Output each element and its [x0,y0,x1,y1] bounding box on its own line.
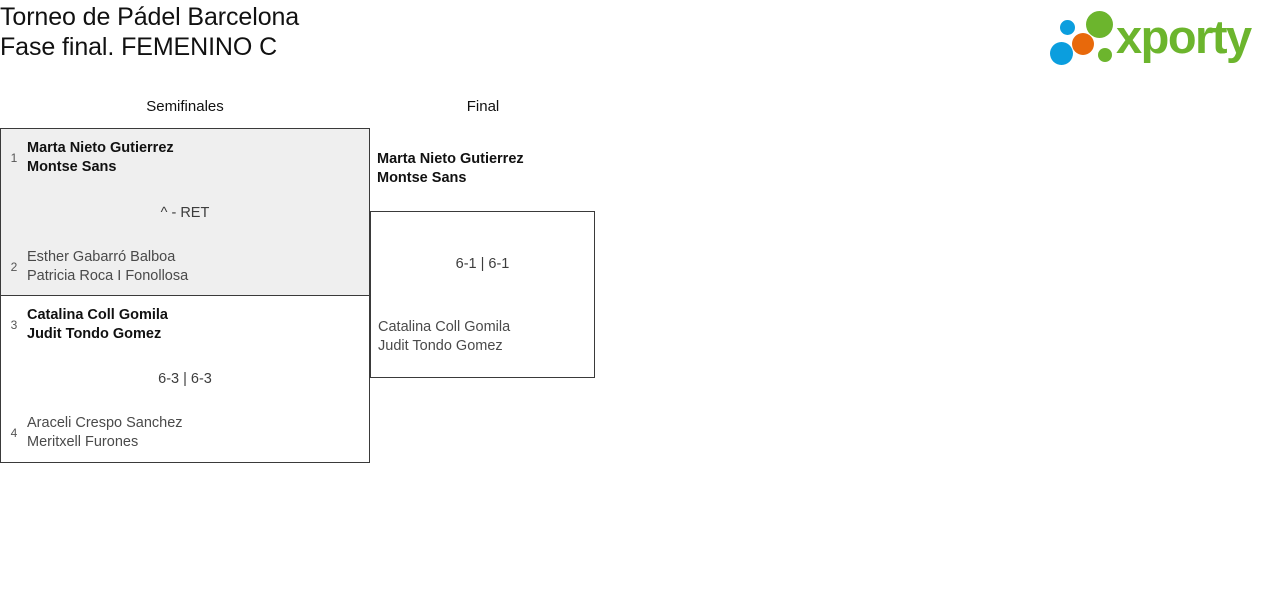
logo-wordmark: xporty [1116,10,1252,63]
round-heading-semifinals: Semifinales [146,98,224,115]
team-players: Marta Nieto Gutierrez Montse Sans [27,139,174,177]
player-name: Montse Sans [27,159,117,175]
match-team-row: 1 Marta Nieto Gutierrez Montse Sans [1,139,369,177]
match-semifinal-2[interactable]: 3 Catalina Coll Gomila Judit Tondo Gomez… [0,295,370,463]
player-name: Patricia Roca I Fonollosa [27,268,189,284]
final-runnerup-team: Catalina Coll Gomila Judit Tondo Gomez [378,318,510,356]
logo-dot-green-large [1086,11,1113,38]
round-heading-final: Final [466,98,500,115]
team-players: Catalina Coll Gomila Judit Tondo Gomez [27,306,168,344]
player-name: Meritxell Furones [27,434,139,450]
team-players: Esther Gabarró Balboa Patricia Roca I Fo… [27,248,188,286]
match-team-row: 3 Catalina Coll Gomila Judit Tondo Gomez [1,306,369,344]
player-name: Catalina Coll Gomila [27,307,168,323]
match-semifinal-1[interactable]: 1 Marta Nieto Gutierrez Montse Sans ^ - … [0,128,370,296]
team-seed: 4 [10,426,18,440]
match-final[interactable]: 6-1 | 6-1 Catalina Coll Gomila Judit Ton… [370,211,595,378]
player-name: Marta Nieto Gutierrez [27,140,174,156]
player-name: Judit Tondo Gomez [27,326,162,342]
match-score: ^ - RET [160,204,210,221]
team-seed: 1 [10,151,18,165]
tournament-phase: Fase final. FEMENINO C [0,33,278,61]
logo-dot-blue-large [1050,42,1073,65]
page-header: Torneo de Pádel Barcelona Fase final. FE… [0,0,1280,78]
team-players: Araceli Crespo Sanchez Meritxell Furones [27,414,183,452]
final-winner-team: Marta Nieto Gutierrez Montse Sans [377,150,524,188]
player-name: Araceli Crespo Sanchez [27,415,183,431]
page-title: Torneo de Pádel Barcelona Fase final. FE… [0,2,299,62]
match-score: 6-1 | 6-1 [455,256,510,272]
player-name: Catalina Coll Gomila [378,319,511,335]
team-seed: 2 [10,260,18,274]
match-team-row: 4 Araceli Crespo Sanchez Meritxell Furon… [1,414,369,452]
player-name: Montse Sans [377,170,467,186]
player-name: Marta Nieto Gutierrez [377,151,524,167]
logo-dot-blue-small [1060,20,1075,35]
tournament-name: Torneo de Pádel Barcelona [0,3,300,31]
match-team-row: 2 Esther Gabarró Balboa Patricia Roca I … [1,248,369,286]
match-score: 6-3 | 6-3 [158,371,212,387]
logo-dot-orange [1072,33,1094,55]
xporty-logo[interactable]: xporty [1050,8,1272,66]
player-name: Judit Tondo Gomez [378,338,503,354]
logo-dots-icon [1050,8,1122,66]
team-seed: 3 [10,318,18,332]
logo-dot-green-small [1098,48,1112,62]
player-name: Esther Gabarró Balboa [27,249,176,265]
